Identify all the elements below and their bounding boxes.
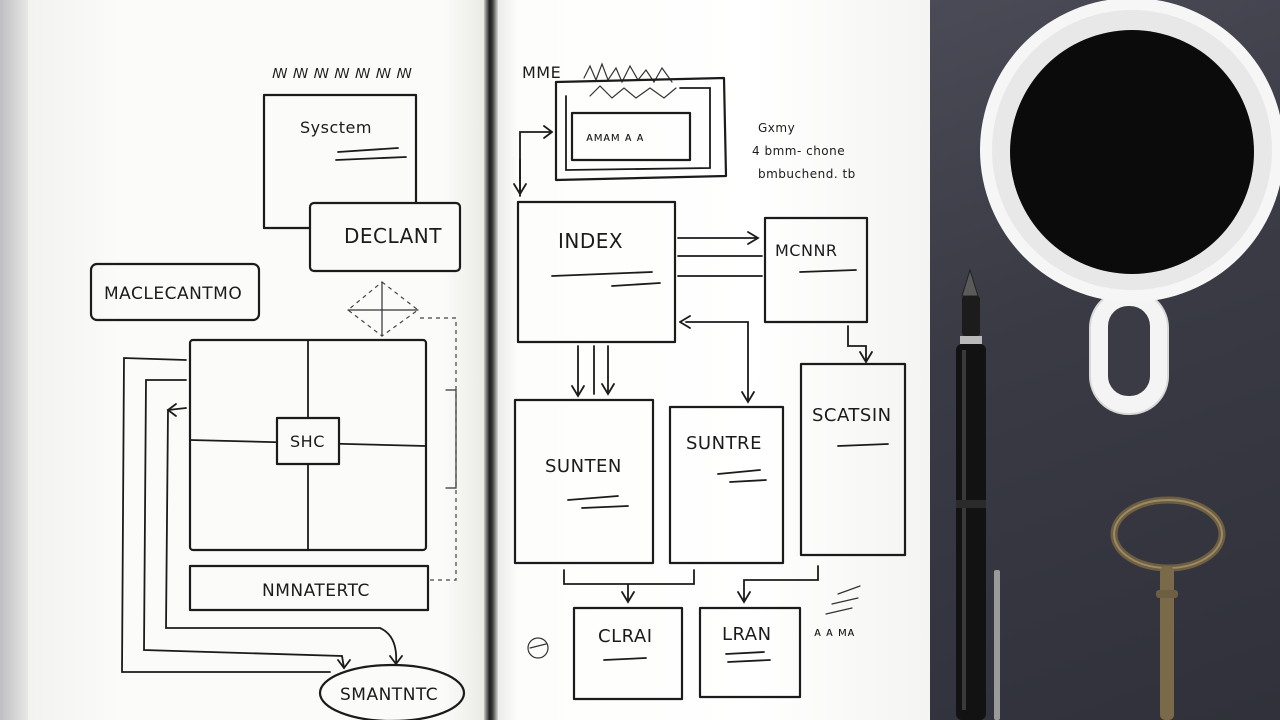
box-index xyxy=(516,200,677,344)
box-maclecantmo-label: MACLECANTMO xyxy=(104,284,242,304)
notebook-right-page xyxy=(492,0,930,720)
box-clrai xyxy=(572,606,684,701)
underline-index xyxy=(551,271,661,287)
dashed-connector xyxy=(420,317,457,581)
box-declant xyxy=(308,201,462,273)
note-line-3: bmbuchend. tb xyxy=(758,167,856,181)
box-clrai-label: CLRAI xyxy=(598,626,653,647)
box-index-label: INDEX xyxy=(558,229,623,253)
underline-sunten xyxy=(567,495,629,509)
underline-scatsin xyxy=(837,443,889,447)
notebook-left-page xyxy=(28,0,490,720)
arrow-to-suntre xyxy=(679,315,755,404)
box-scatsin xyxy=(799,362,907,557)
small-circle-mark xyxy=(527,637,549,659)
page-stack-edge xyxy=(0,0,28,720)
circle-stroke xyxy=(529,643,547,649)
loop-arrow-down xyxy=(513,159,527,196)
route-line-mid xyxy=(143,379,345,669)
arrow-index-to-mcnnr xyxy=(677,231,760,245)
grid-center-box xyxy=(275,416,341,466)
box-maclecantmo xyxy=(89,262,261,322)
underline-system xyxy=(335,147,407,161)
box-suntre-label: SUNTRE xyxy=(686,433,762,454)
connector-lines xyxy=(677,255,763,277)
scribble-top-left: ꟿ ꟿ ꟿ ꟿ ꟿ ꟿ ꟿ xyxy=(272,67,412,82)
grid-center-label: SHC xyxy=(290,432,325,451)
underline-suntre xyxy=(717,469,767,483)
box-sunten-label: SUNTEN xyxy=(545,456,622,477)
notebook-spine xyxy=(484,0,498,720)
route-line-inner xyxy=(165,407,398,665)
merge-connector-a xyxy=(563,569,695,604)
box-sunten xyxy=(513,398,655,565)
outer-top-box xyxy=(554,76,728,182)
side-hatching xyxy=(825,585,861,615)
route-line-outer xyxy=(121,357,331,673)
coffee-mug xyxy=(980,0,1280,415)
oval-terminal-label: SMANTNTC xyxy=(340,685,438,705)
inner-border xyxy=(565,87,711,171)
bar-box xyxy=(188,564,430,612)
underline-clrai xyxy=(603,657,647,661)
fountain-pen xyxy=(956,268,1000,720)
note-line-2: 4 bmm- chone xyxy=(752,144,845,158)
bar-box-label: NMNATERTC xyxy=(262,581,370,601)
box-mcnnr-label: MCNNR xyxy=(775,241,838,260)
bracket-mark xyxy=(445,389,457,489)
box-mcnnr xyxy=(763,216,869,324)
top-inner-box xyxy=(570,111,692,162)
box-scatsin-label: SCATSIN xyxy=(812,405,892,426)
oval-terminal xyxy=(318,663,466,720)
top-inner-label: ᴀᴍᴀᴍ ᴀ ᴀ xyxy=(586,130,644,144)
note-line-1: Gxmy xyxy=(758,121,795,135)
decision-diamond xyxy=(347,281,420,337)
arrows-to-sunten xyxy=(571,345,615,398)
route-arrowhead xyxy=(166,403,177,417)
merge-connector-b xyxy=(737,565,819,604)
box-lran-label: LRAN xyxy=(722,624,772,645)
side-scribble: ᴀ ᴀ ᴍᴀ xyxy=(814,625,855,639)
header-scribble: MME xyxy=(522,63,561,82)
box-declant-label: DECLANT xyxy=(344,224,442,248)
arrow-to-scatsin xyxy=(847,325,873,364)
diamond-cross xyxy=(347,281,419,337)
skeleton-key xyxy=(1110,496,1226,720)
box-lran xyxy=(698,606,802,699)
box-system-label: Sysctem xyxy=(300,118,372,137)
underline-lran xyxy=(725,651,771,663)
box-suntre xyxy=(668,405,785,565)
underline-mcnnr xyxy=(799,269,857,273)
